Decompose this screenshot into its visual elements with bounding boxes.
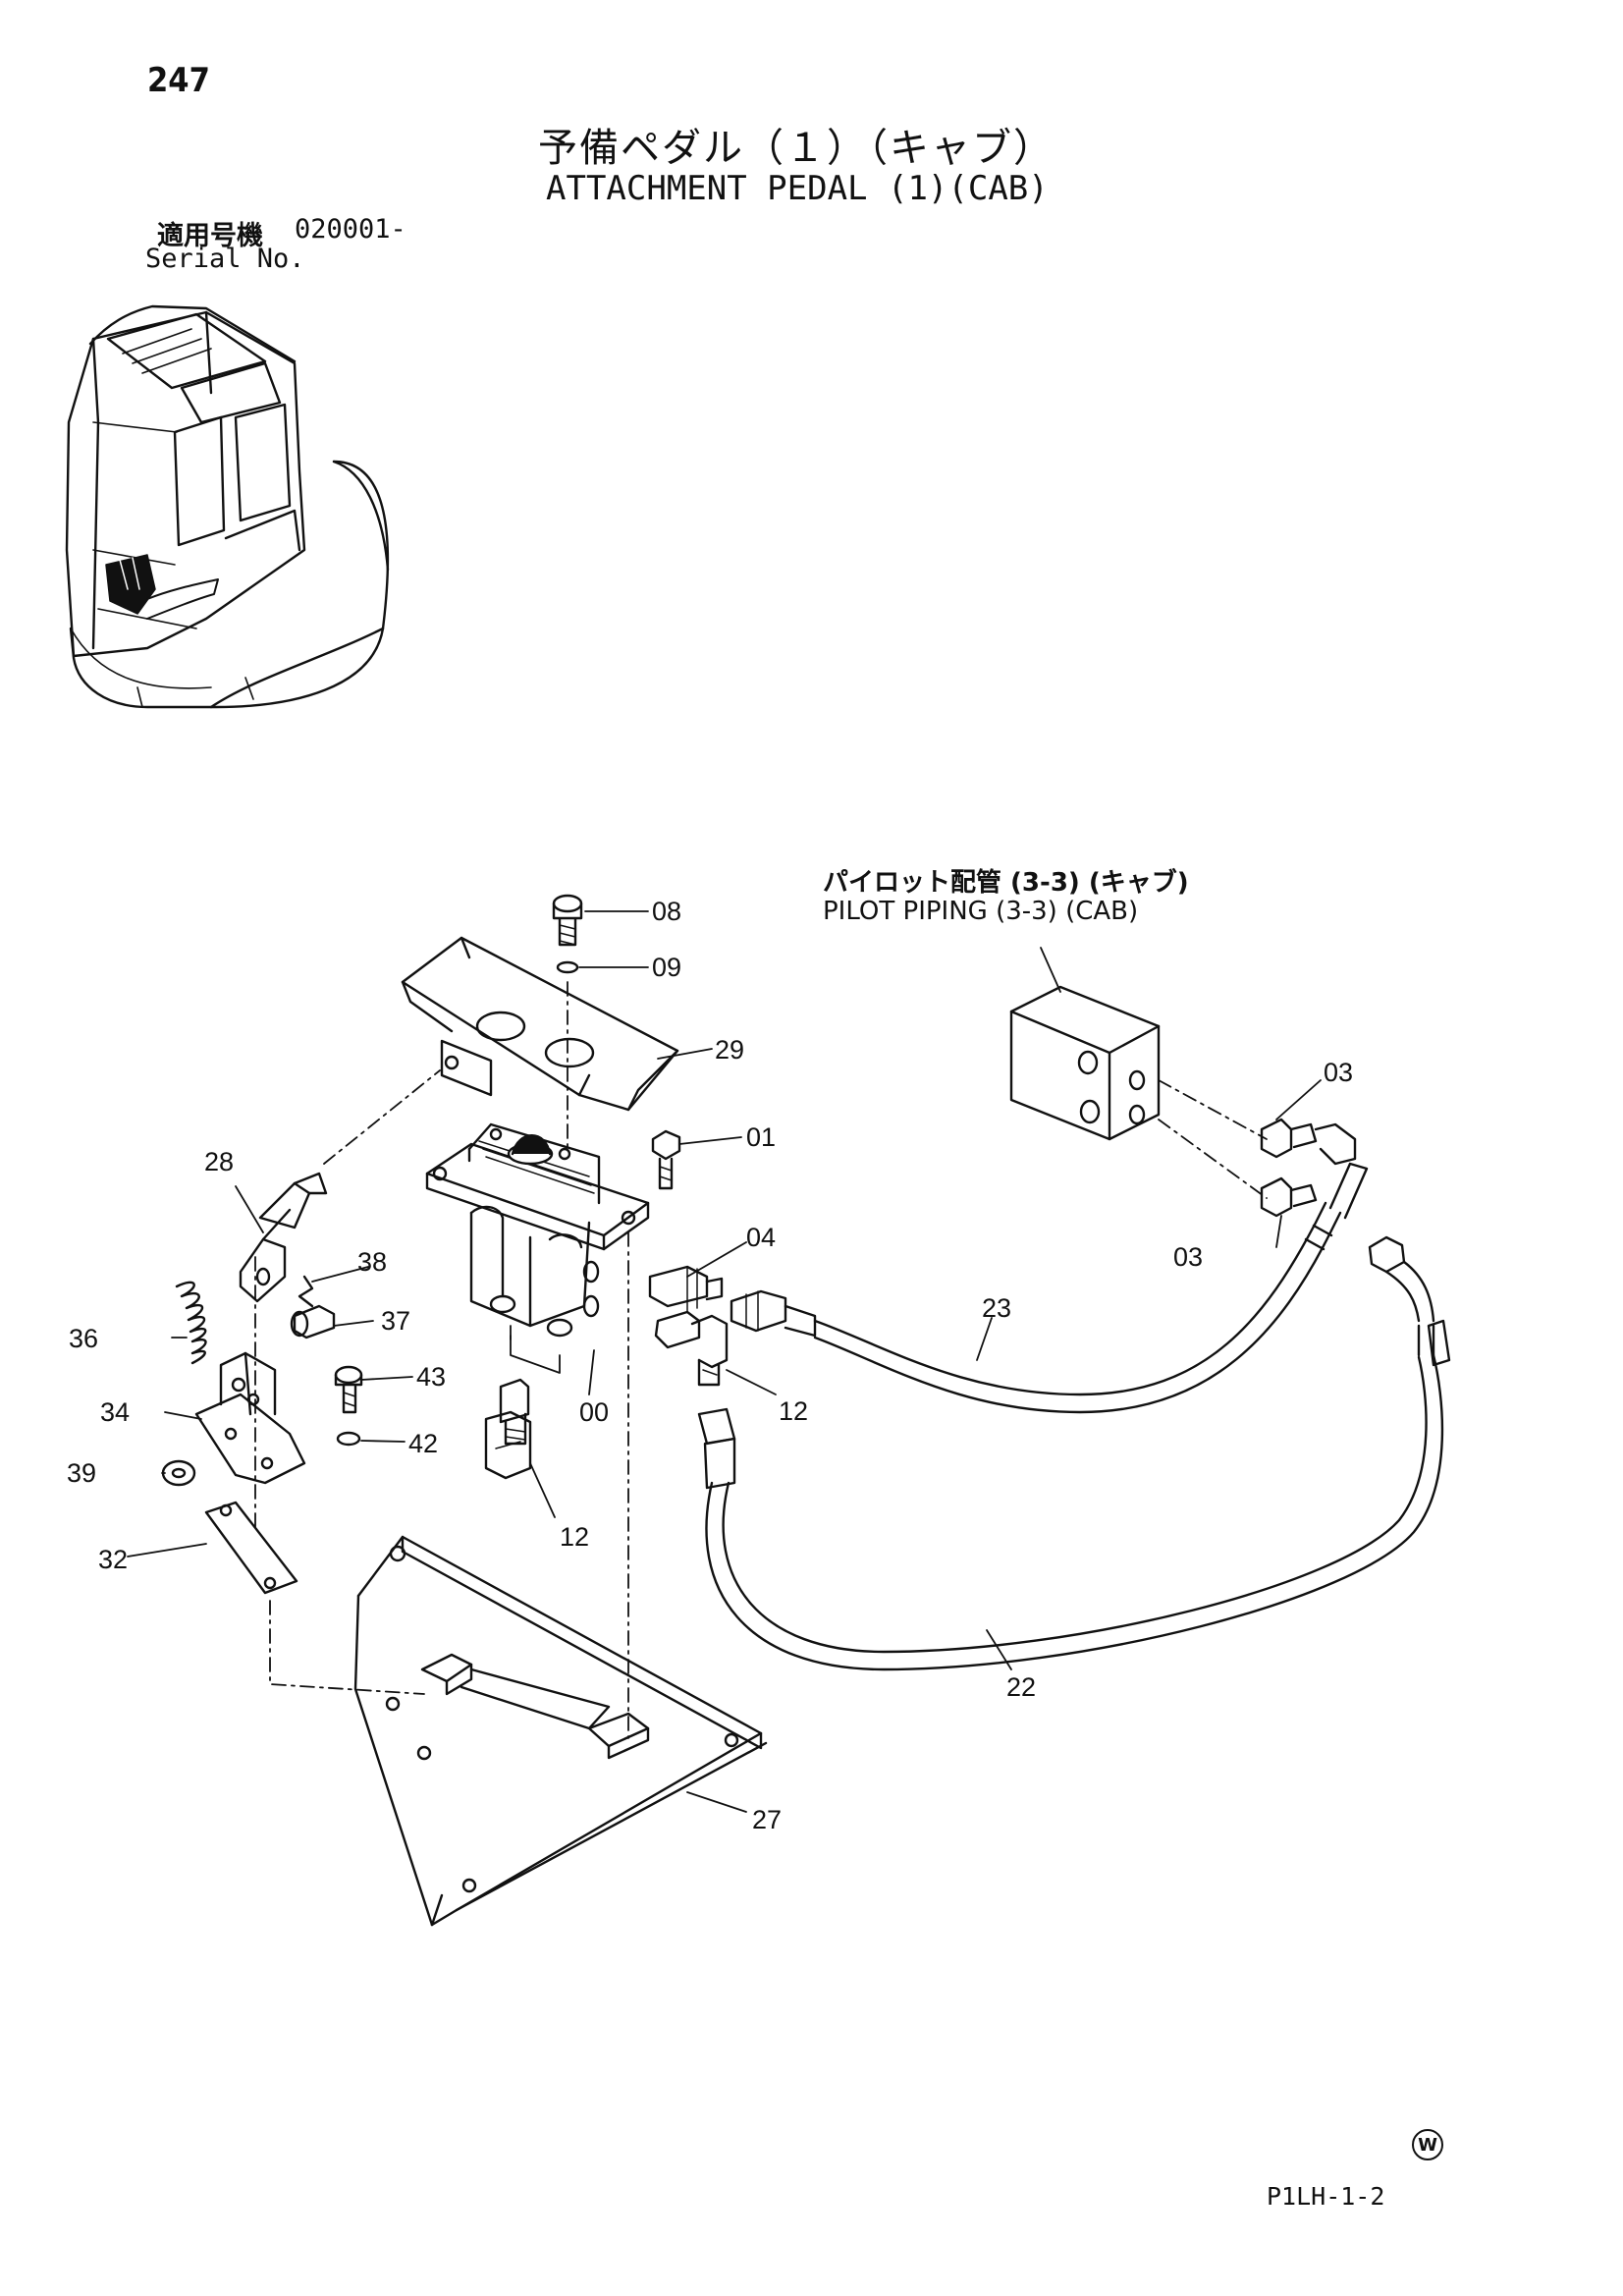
callout-32: 32 [98, 1545, 129, 1574]
callout-39: 39 [67, 1458, 97, 1488]
callout-03-lower: 03 [1173, 1242, 1204, 1272]
hose-22-end-nut [1368, 1235, 1451, 1367]
pin-37 [290, 1304, 336, 1339]
callout-03-upper: 03 [1324, 1058, 1354, 1087]
elbow-fitting-12-right [690, 1314, 729, 1387]
hose-23-fitting [730, 1289, 817, 1338]
connector-03-upper [1260, 1118, 1357, 1166]
callout-12-right: 12 [779, 1396, 809, 1426]
washer-39 [161, 1459, 196, 1487]
callout-36: 36 [69, 1324, 99, 1353]
pedal-plate-29 [401, 936, 679, 1112]
cab-thumbnail-illustration [65, 304, 390, 709]
hose-23 [813, 1162, 1369, 1414]
callout-34: 34 [100, 1397, 131, 1427]
callout-00: 00 [579, 1397, 610, 1427]
callout-27: 27 [752, 1805, 783, 1834]
washer-42 [336, 1431, 361, 1447]
page-title-english: ATTACHMENT PEDAL (1)(CAB) [546, 169, 1049, 208]
bracket-28 [239, 1172, 328, 1303]
callout-28: 28 [204, 1147, 235, 1176]
floor-plate-27 [353, 1535, 768, 1927]
pilot-valve-00 [425, 1122, 650, 1374]
drawing-code: P1LH-1-2 [1267, 2182, 1385, 2211]
callout-09: 09 [652, 953, 682, 982]
connector-03-lower [1260, 1176, 1318, 1218]
leader-lines [127, 910, 1322, 1813]
serial-label-japanese: 適用号機 [157, 221, 263, 251]
serial-number-value: 020001- [295, 214, 406, 245]
callout-01: 01 [746, 1122, 777, 1152]
callout-04: 04 [746, 1223, 777, 1252]
callout-37: 37 [381, 1306, 411, 1336]
callout-42: 42 [408, 1429, 439, 1458]
bolt-08 [552, 894, 583, 947]
cotter-pin-38 [298, 1275, 314, 1308]
elbow-fitting-12-lower [484, 1378, 532, 1480]
washer-09 [556, 960, 579, 974]
hose-22 [697, 1260, 1444, 1671]
spring-36 [175, 1281, 207, 1365]
bracket-34 [194, 1351, 306, 1485]
bolt-01 [651, 1129, 681, 1190]
page-title-japanese: 予備ペダル（１）（キャブ） [538, 126, 1055, 171]
plate-32 [204, 1501, 298, 1595]
bolt-43 [334, 1365, 363, 1414]
fitting-04 [648, 1265, 724, 1349]
callout-23: 23 [982, 1293, 1012, 1323]
assembly-lines [254, 981, 1268, 1739]
callout-08: 08 [652, 897, 682, 926]
reference-label-english: PILOT PIPING (3-3) (CAB) [823, 897, 1139, 926]
callout-43: 43 [416, 1362, 447, 1392]
callout-38: 38 [357, 1247, 388, 1277]
reference-label-japanese: パイロット配管 (3-3) (キャブ) [823, 868, 1189, 898]
w-circle-mark: W [1412, 2129, 1443, 2160]
serial-label-english: Serial No. [145, 244, 305, 274]
callout-29: 29 [715, 1035, 745, 1065]
callout-12-lower: 12 [560, 1522, 590, 1552]
callout-22: 22 [1006, 1672, 1037, 1702]
page-number: 247 [147, 61, 210, 100]
pilot-piping-block [1009, 985, 1161, 1141]
